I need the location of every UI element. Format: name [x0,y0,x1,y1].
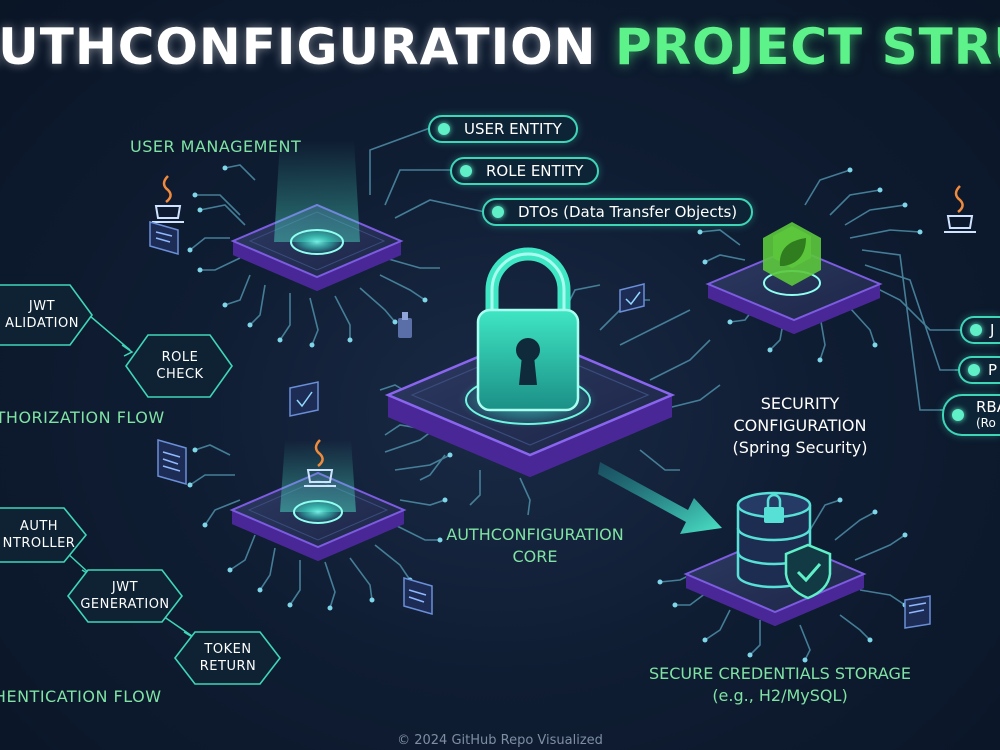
status-dot [970,324,982,336]
user-entity-pill: USER ENTITY [428,115,578,143]
authentication-chip [229,440,407,561]
code-snippet-icon [904,595,931,629]
code-snippet-icon [619,283,645,313]
code-snippet-icon [289,381,319,417]
security-config-line1: SECURITY [760,394,840,413]
core-line1: AUTHCONFIGURATION [446,525,624,544]
flow-step-jwt-validation: JWT ALIDATION [0,289,84,341]
security-item-pill-3: RBA (Ro [942,394,1000,436]
security-item-pill-2: P [958,356,1000,384]
step-line1: JWT [28,299,56,314]
flow-step-auth-controller: AUTH NTROLLER [0,512,78,558]
flow-step-jwt-generation: JWT GENERATION [70,572,180,620]
role-entity-pill: ROLE ENTITY [450,157,600,185]
step-line2: ALIDATION [5,316,79,331]
spring-leaf-icon [763,222,821,286]
usb-key-icon [398,312,412,338]
dtos-pill: DTOs (Data Transfer Objects) [482,198,754,226]
java-icon [304,439,336,487]
user-entity-label: USER ENTITY [464,120,562,138]
status-dot [968,364,980,376]
code-snippet-icon [403,577,433,615]
trace-endpoints [187,165,923,663]
storage-line1: SECURE CREDENTIALS STORAGE [648,664,911,683]
flow-step-outlines [0,284,282,685]
flow-step-role-check: ROLE CHECK [130,340,230,392]
security-item-sub-3: (Ro [976,416,996,430]
code-snippet-icon [149,221,179,255]
user-management-chip [230,140,404,291]
step-line1: ROLE [161,350,199,365]
security-item-label-1: J [990,321,995,339]
security-configuration-label: SECURITY CONFIGURATION (Spring Security) [720,393,880,459]
user-management-label: USER MANAGEMENT [130,137,302,156]
status-dot [952,409,964,421]
security-item-pill-1: J [960,316,1000,344]
core-label: AUTHCONFIGURATION CORE [430,524,640,568]
status-dot [460,165,472,177]
java-icon [944,185,976,233]
storage-label: SECURE CREDENTIALS STORAGE (e.g., H2/MyS… [630,663,930,707]
step-line2: NTROLLER [2,536,76,551]
step-line2: CHECK [156,367,204,382]
security-config-line3: (Spring Security) [732,438,868,457]
title-part2: PROJECT STRUCTURE [614,18,1000,76]
java-icon [152,175,184,223]
authorization-flow-label: AUTHORIZATION FLOW [0,408,165,427]
status-dot [438,123,450,135]
footer-credit: © 2024 GitHub Repo Visualized [397,733,603,748]
step-line2: GENERATION [80,597,170,612]
security-item-label-3: RBA [976,398,1000,416]
circuit-traces [189,127,960,661]
padlock-icon [476,247,580,412]
dtos-label: DTOs (Data Transfer Objects) [518,203,738,221]
page-title: AUTHCONFIGURATION PROJECT STRUCTURE [0,18,1000,76]
code-snippet-icon [157,439,187,485]
shield-check-icon [784,543,832,600]
core-line2: CORE [512,547,558,566]
storage-line2: (e.g., H2/MySQL) [712,686,848,705]
flow-step-token-return: TOKEN RETURN [178,634,278,682]
authentication-flow-label: AUTHENTICATION FLOW [0,687,162,706]
status-dot [492,206,504,218]
step-line1: AUTH [19,519,59,534]
security-config-line2: CONFIGURATION [733,416,867,435]
title-part1: AUTHCONFIGURATION [0,18,597,76]
core-to-storage-arrow [598,462,722,534]
step-line1: TOKEN [204,642,252,657]
step-line2: RETURN [199,659,257,674]
security-item-label-2: P [988,361,998,379]
role-entity-label: ROLE ENTITY [486,162,584,180]
step-line1: JWT [111,580,139,595]
